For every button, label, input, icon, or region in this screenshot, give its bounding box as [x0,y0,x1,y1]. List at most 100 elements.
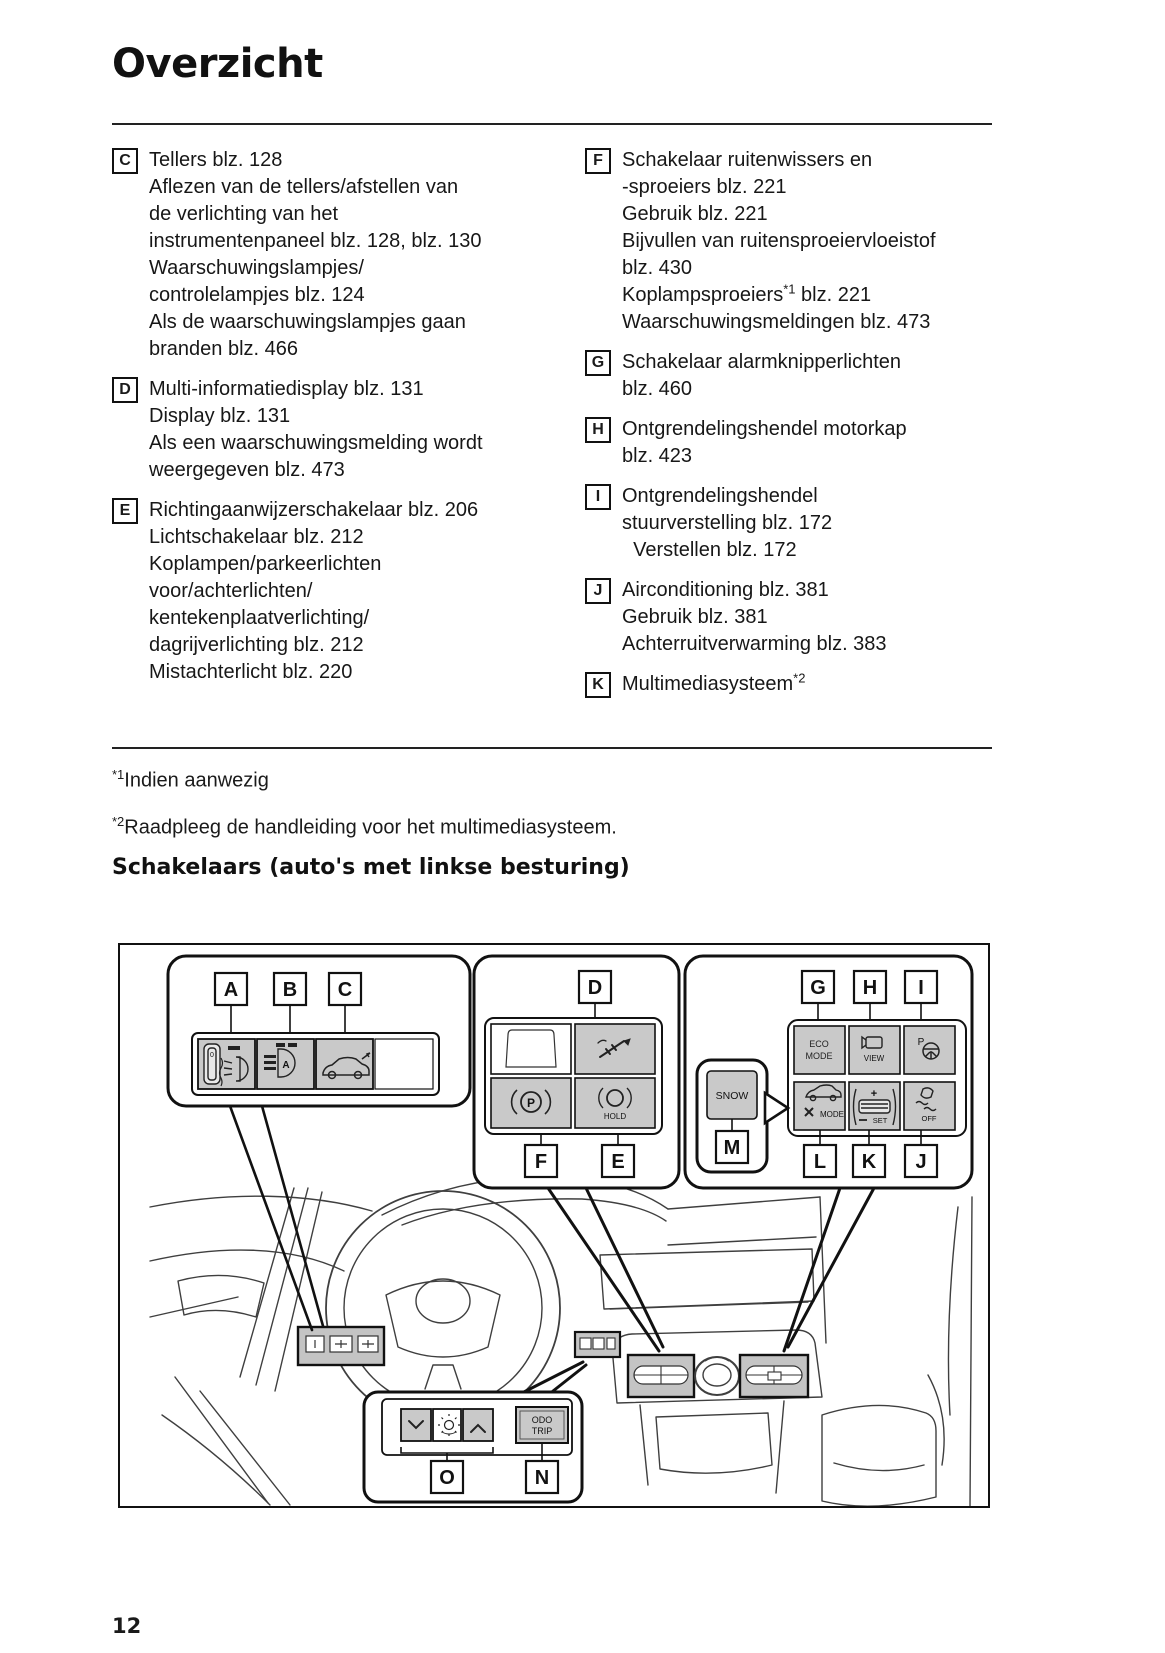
tc-off-text: OFF [922,1114,937,1123]
label-box-B [272,972,308,1007]
label-box-H [852,970,888,1005]
footnote-marker-2: *2 [793,670,806,686]
switch-b-auto: A [282,1060,289,1071]
meter-down-button [400,1408,432,1443]
callout-panel-parking-brake: D P [472,954,681,1190]
pks-p-text: P [918,1037,925,1048]
chevron-down-icon [408,1420,424,1430]
headlight-auto-icon: A [264,1043,297,1079]
footnote-2: *2Raadpleeg de handleiding voor het mult… [112,808,992,842]
label-E: E [611,1151,624,1173]
legend-tag-g: G [585,350,611,376]
footnote-marker-1: *1 [783,281,796,297]
parking-brake-icon: P [510,1089,552,1115]
page-number: 12 [112,1614,142,1639]
label-D: D [588,977,602,999]
label-N: N [535,1467,549,1489]
trip-text: TRIP [532,1426,553,1436]
x-mode-button [793,1081,846,1132]
legend-tag-c: C [112,148,138,174]
crawl-set-icon: + SET [852,1088,897,1126]
blank-switch [490,1023,572,1076]
label-J: J [915,1151,926,1173]
console-vent-panel-left [626,1354,696,1399]
brake-hold-text: HOLD [604,1112,626,1121]
callout-panel-meter-switches: ODO TRIP O N [362,1390,584,1504]
legend-text-h: Ontgrendelingshendel motorkap blz. 423 [622,418,907,467]
legend-entry-e: E Richtingaanwijzerschakelaar blz. 206 L… [112,497,558,686]
chevron-up-icon [470,1423,486,1434]
odo-trip-inner-border [519,1410,565,1440]
switches-diagram: A B C 0 [118,943,990,1509]
legend-text-j: Airconditioning blz. 381 Gebruik blz. 38… [622,579,887,655]
label-F: F [535,1151,547,1173]
legend-entry-k: K Multimediasysteem*2 [585,671,992,698]
label-L: L [814,1151,826,1173]
steering-assist-icon [922,1042,940,1061]
label-box-F [523,1144,559,1179]
parking-brake-switch [490,1077,572,1130]
display-brightness-button [432,1408,462,1443]
callout-panel-light-switches: A B C 0 [166,954,472,1108]
label-box-A [213,972,249,1007]
footnote-1-marker: *1 [112,767,125,782]
footnote-2-text: Raadpleeg de handleiding voor het multim… [124,816,617,839]
legend-entry-f: F Schakelaar ruitenwissers en -sproeiers… [585,147,992,336]
legend-tag-f: F [585,148,611,174]
legend-entry-c: C Tellers blz. 128 Aflezen van de teller… [112,147,558,363]
label-K: K [862,1151,877,1173]
group-bracket [400,1447,494,1462]
x-mode-icon [804,1084,842,1118]
legend-columns: C Tellers blz. 128 Aflezen van de teller… [112,147,992,711]
legend-text-d: Multi-informatiedisplay blz. 131 Display… [149,378,483,481]
label-O: O [439,1467,455,1489]
divider-middle [112,747,992,749]
snow-callout-pointer [763,1090,791,1126]
legend-column-left: C Tellers blz. 128 Aflezen van de teller… [112,147,558,711]
legend-entry-j: J Airconditioning blz. 381 Gebruik blz. … [585,577,992,658]
label-M: M [724,1137,741,1159]
odo-trip-button [515,1406,569,1445]
label-I: I [918,977,924,999]
camera-view-icon [861,1035,883,1050]
footnotes: *1Indien aanwezig *2Raadpleeg de handlei… [112,761,992,841]
power-back-door-switch [315,1038,374,1091]
legend-text-i: Ontgrendelingshendel stuurverstelling bl… [622,485,833,561]
label-box-N [524,1460,560,1495]
switches-diagram-svg: A B C 0 [149,954,974,1507]
legend-text-f: Schakelaar ruitenwissers en -sproeiers b… [622,147,936,336]
back-door-icon [322,1052,371,1080]
eco-text-2: MODE [806,1051,833,1061]
rocker-set: SET [873,1116,888,1125]
label-H: H [863,977,877,999]
parking-brake-p: P [527,1096,535,1110]
legend-text-f-suppost: blz. 221 [795,284,872,306]
odo-text: ODO [532,1415,553,1425]
brake-hold-icon: HOLD [598,1087,632,1121]
legend-text-c: Tellers blz. 128 Aflezen van de tellers/… [149,149,482,360]
callout-pointers [228,1105,876,1397]
view-text: VIEW [864,1054,885,1063]
legend-tag-d: D [112,377,138,403]
legend-text-g: Schakelaar alarmknipperlichten blz. 460 [622,351,902,400]
legend-tag-j: J [585,578,611,604]
dashboard-line-art [149,1176,973,1507]
label-box-I [903,970,939,1005]
footnote-1-text: Indien aanwezig [124,769,269,792]
legend-text-k-pre: Multimediasysteem [622,673,794,695]
legend-text-e: Richtingaanwijzerschakelaar blz. 206 Lic… [149,499,479,683]
label-box-K [851,1144,887,1179]
rocker-plus: + [871,1088,877,1100]
label-box-J [903,1144,939,1179]
console-vent-panel-right [738,1354,810,1399]
page-title: Overzicht [112,41,323,87]
eco-text-1: ECO [809,1039,829,1049]
blank-switch-slot [374,1038,434,1090]
legend-entry-d: D Multi-informatiedisplay blz. 131 Displ… [112,376,558,484]
eco-mode-button [793,1025,846,1076]
brake-hold-switch [574,1077,656,1130]
switch-a-zero: 0 [210,1052,214,1059]
section-heading: Schakelaars (auto's met linkse besturing… [112,855,630,881]
tc-off-button [903,1081,956,1132]
